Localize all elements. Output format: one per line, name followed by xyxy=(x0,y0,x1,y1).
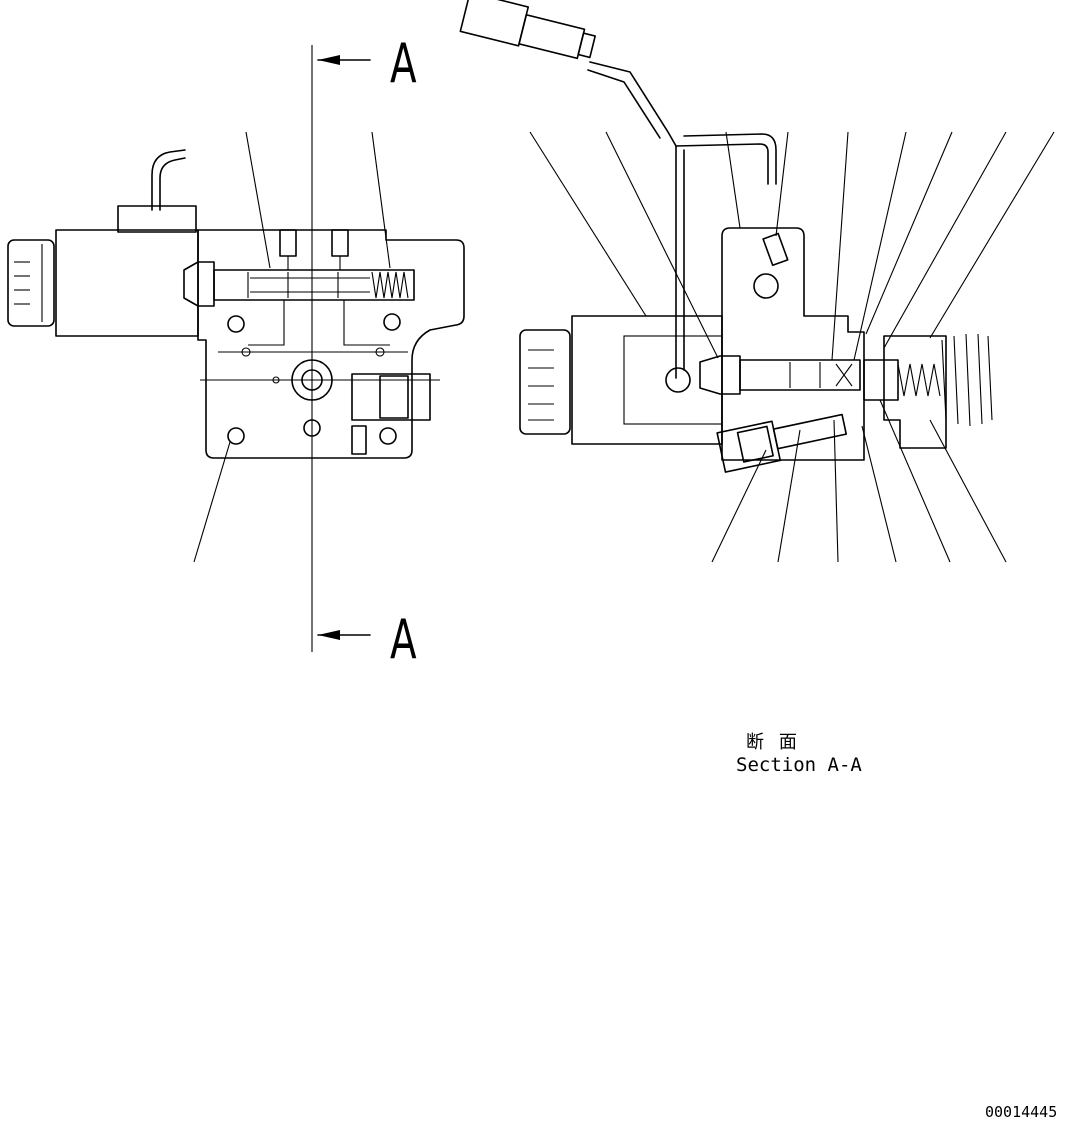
right-view-section xyxy=(459,0,1055,563)
section-marker-top: A xyxy=(390,32,417,95)
section-title-jp: 断 面 xyxy=(746,732,799,753)
section-title-en: Section A-A xyxy=(736,754,862,776)
section-cut-line xyxy=(311,45,371,652)
left-view-valve xyxy=(7,131,465,563)
section-marker-bottom: A xyxy=(390,608,417,671)
drawing-number: 00014445 xyxy=(985,1103,1058,1121)
